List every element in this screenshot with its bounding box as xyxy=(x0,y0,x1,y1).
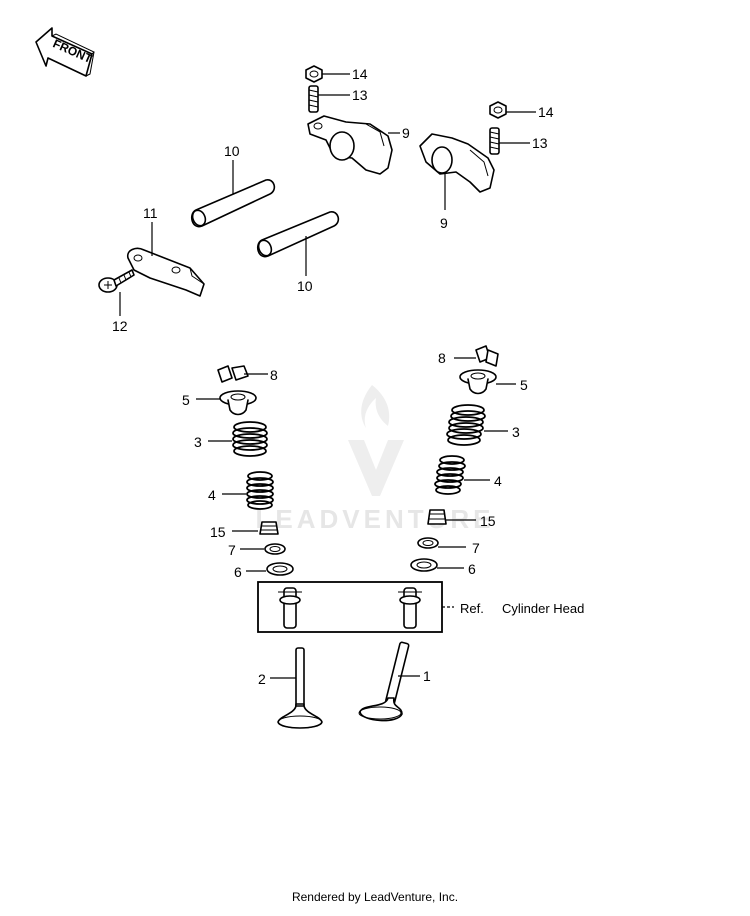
callout-12: 12 xyxy=(112,318,128,334)
stud-13-right xyxy=(489,127,500,155)
callout-11: 11 xyxy=(143,205,158,221)
valve-seal-15-right xyxy=(427,509,447,525)
callout-7: 7 xyxy=(472,540,480,556)
watermark-text: LEADVENTURE xyxy=(255,504,494,534)
callout-10: 10 xyxy=(224,143,240,159)
plate-11 xyxy=(126,247,205,297)
collet-8-left xyxy=(217,365,249,383)
callout-6: 6 xyxy=(234,564,242,580)
callout-5: 5 xyxy=(520,377,528,393)
callout-7: 7 xyxy=(228,542,236,558)
exhaust-valve-2 xyxy=(277,647,323,729)
rocker-arm-9-right xyxy=(419,133,495,193)
rocker-shaft-10-lower xyxy=(256,211,340,258)
callout-13: 13 xyxy=(352,87,368,103)
callout-15: 15 xyxy=(480,513,496,529)
inner-spring-4-right xyxy=(434,455,466,495)
callout-10: 10 xyxy=(297,278,313,294)
nut-14-right xyxy=(489,101,507,119)
callout-14: 14 xyxy=(352,66,368,82)
washer-7-left xyxy=(264,543,286,555)
valve-seal-15-left xyxy=(259,521,279,535)
spring-retainer-5-left xyxy=(219,390,257,416)
callout-8: 8 xyxy=(438,350,446,366)
callout-14: 14 xyxy=(538,104,554,120)
callout-13: 13 xyxy=(532,135,548,151)
callout-9: 9 xyxy=(440,215,448,231)
collet-8-right xyxy=(475,345,499,367)
stud-13-left xyxy=(308,85,319,113)
outer-spring-3-left xyxy=(232,421,268,457)
callout-6: 6 xyxy=(468,561,476,577)
reference-label: Cylinder Head xyxy=(502,601,584,616)
reference-prefix: Ref. xyxy=(460,601,484,616)
footer-credit: Rendered by LeadVenture, Inc. xyxy=(291,890,459,904)
callout-3: 3 xyxy=(512,424,520,440)
callout-2: 2 xyxy=(258,671,266,687)
spring-seat-6-left xyxy=(266,562,294,576)
callout-8: 8 xyxy=(270,367,278,383)
cylinder-head-reference-box xyxy=(257,581,443,633)
washer-7-right xyxy=(417,537,439,549)
callout-1: 1 xyxy=(423,668,431,684)
bolt-12 xyxy=(98,269,135,293)
inner-spring-4-left xyxy=(246,471,274,510)
front-arrow-icon: FRONT xyxy=(35,27,95,77)
outer-spring-3-right xyxy=(446,404,486,446)
watermark-logo: LEADVENTURE xyxy=(255,385,494,534)
nut-14-left xyxy=(305,65,323,83)
rocker-arm-9-left xyxy=(307,115,393,175)
valve-guide-left xyxy=(278,587,302,629)
rocker-shaft-10-upper xyxy=(190,179,276,228)
valve-guide-right xyxy=(398,587,422,629)
callout-4: 4 xyxy=(494,473,502,489)
callout-15: 15 xyxy=(210,524,226,540)
spring-seat-6-right xyxy=(410,558,438,572)
callout-9: 9 xyxy=(402,125,410,141)
intake-valve-1 xyxy=(358,641,410,722)
callout-5: 5 xyxy=(182,392,190,408)
callout-3: 3 xyxy=(194,434,202,450)
callout-4: 4 xyxy=(208,487,216,503)
spring-retainer-5-right xyxy=(459,369,497,395)
